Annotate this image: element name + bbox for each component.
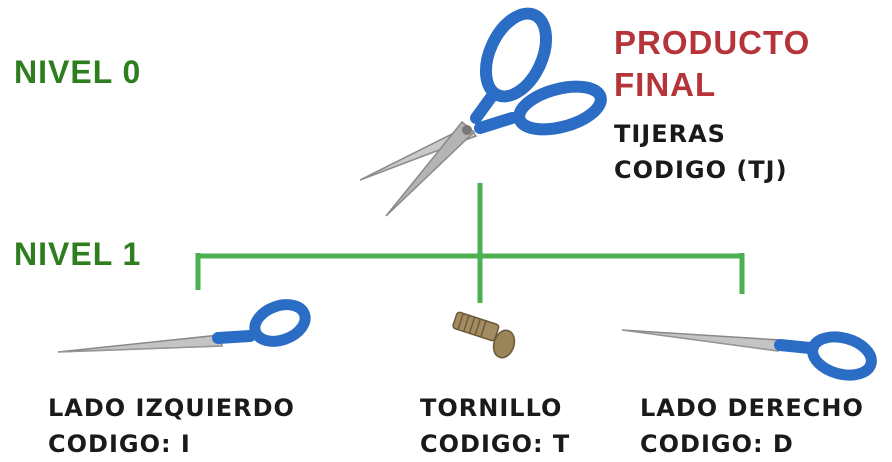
level-1-label: NIVEL 1 bbox=[14, 236, 142, 272]
left-half-scissors-icon bbox=[57, 299, 311, 353]
component-left-caption: LADO IZQUIERDO CODIGO: I bbox=[48, 390, 295, 462]
bom-diagram bbox=[57, 7, 877, 381]
final-product-caption: TIJERAS CODIGO (TJ) bbox=[614, 116, 788, 188]
final-product-heading: PRODUCTO FINAL bbox=[614, 22, 810, 106]
tree-connectors bbox=[195, 183, 745, 303]
component-right-name: LADO DERECHO bbox=[640, 394, 864, 422]
level-0-label: NIVEL 0 bbox=[14, 54, 142, 90]
component-left-name: LADO IZQUIERDO bbox=[48, 394, 295, 422]
right-half-scissors-icon bbox=[621, 329, 877, 381]
final-product-name: TIJERAS bbox=[614, 120, 726, 148]
component-right-code: CODIGO: D bbox=[640, 430, 794, 458]
final-product-heading-line2: FINAL bbox=[614, 66, 717, 103]
final-product-heading-line1: PRODUCTO bbox=[614, 24, 811, 61]
component-screw-code: CODIGO: T bbox=[420, 430, 571, 458]
final-product-code: CODIGO (TJ) bbox=[614, 156, 788, 184]
screw-icon bbox=[452, 311, 516, 359]
scissors-icon bbox=[359, 7, 607, 217]
component-left-code: CODIGO: I bbox=[48, 430, 191, 458]
component-screw-name: TORNILLO bbox=[420, 394, 563, 422]
component-screw-caption: TORNILLO CODIGO: T bbox=[420, 390, 570, 462]
component-right-caption: LADO DERECHO CODIGO: D bbox=[640, 390, 864, 462]
